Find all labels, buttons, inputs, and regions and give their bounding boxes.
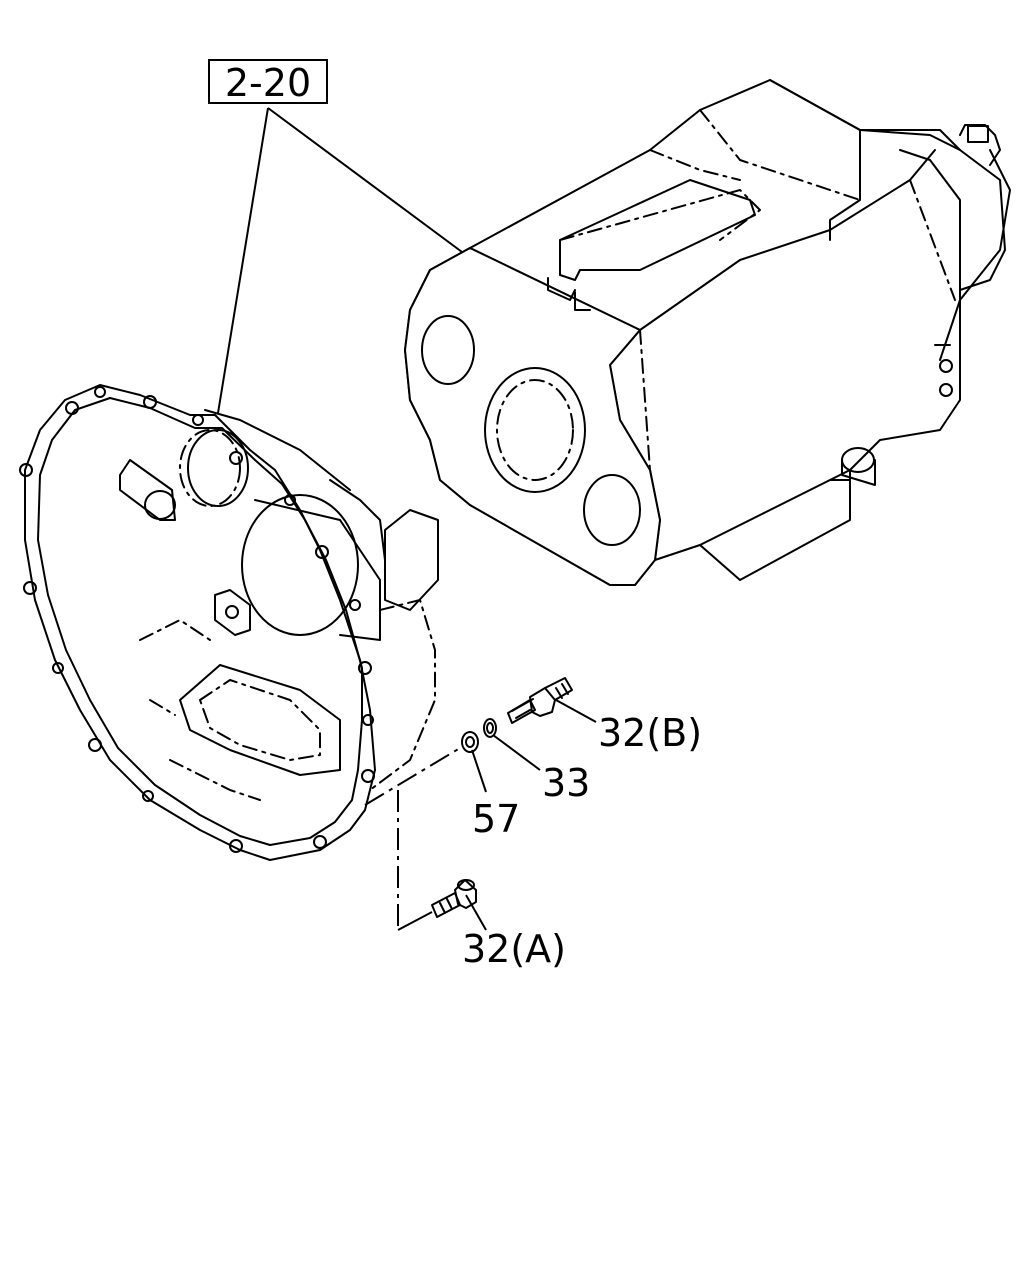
callout-32a[interactable]: 32(A) [462, 927, 566, 971]
bolt-32b-icon [507, 677, 573, 724]
washer-57-icon [461, 731, 479, 753]
washer-33-icon [483, 718, 497, 738]
reference-box [208, 59, 328, 104]
transmission-assembly [404, 79, 1011, 586]
bolt-32a-icon [431, 879, 477, 918]
reference-leaders [217, 107, 597, 931]
assembly-centerlines [364, 747, 461, 931]
callout-33[interactable]: 33 [542, 761, 590, 805]
clutch-housing [19, 384, 439, 861]
callout-32b[interactable]: 32(B) [598, 711, 702, 755]
callout-57[interactable]: 57 [472, 797, 520, 841]
callout-labels: 2-20 32(B) 33 57 32(A) [208, 59, 702, 971]
reference-label[interactable]: 2-20 [225, 61, 311, 105]
